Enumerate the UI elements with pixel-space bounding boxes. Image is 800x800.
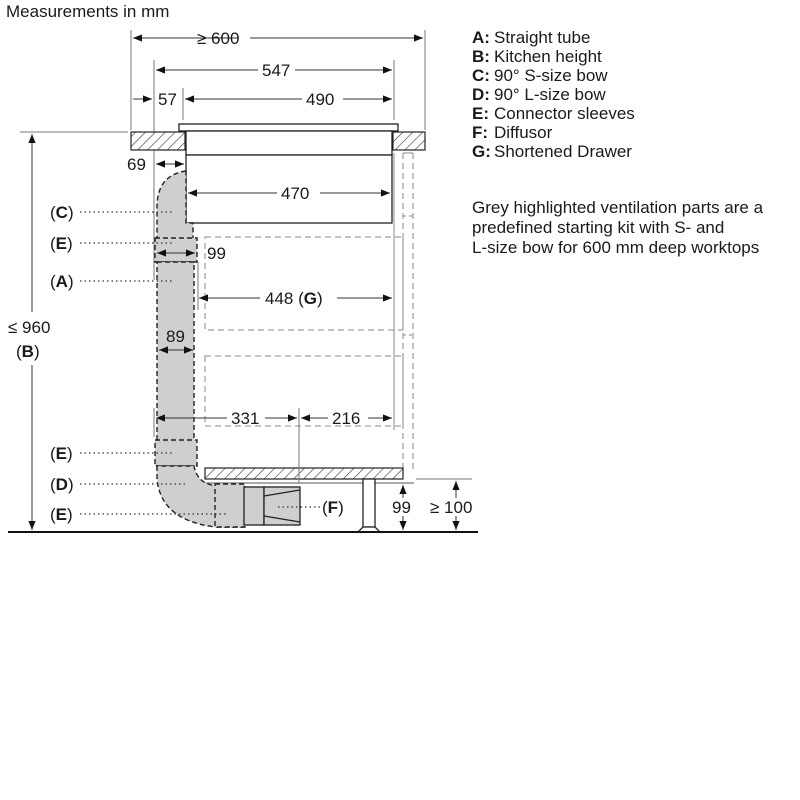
hob [178, 123, 399, 224]
dim-cutout-depth: 547 [262, 61, 290, 80]
legend-item-a: A:Straight tube [472, 28, 591, 47]
callout-a: (A) [50, 272, 74, 291]
s-size-bow [156, 170, 194, 241]
dim-kitchen-height: ≤ 960 [8, 318, 50, 337]
legend-item-c: C:90° S-size bow [472, 66, 608, 85]
callout-leaders [80, 211, 320, 515]
dim-tube-width: 89 [166, 327, 185, 346]
worktop [130, 131, 426, 151]
drawer-lower [204, 355, 404, 427]
callout-d: (D) [50, 475, 74, 494]
dim-rear-to-plinth: 331 [231, 409, 259, 428]
cabinet-front [393, 152, 414, 470]
dim-hob-body: 470 [281, 184, 309, 203]
dim-plinth-min-height: ≥ 100 [430, 498, 472, 517]
dim-kitchen-height-label: (B) [16, 342, 40, 361]
callout-f: (F) [322, 498, 344, 517]
legend: A:Straight tube B:Kitchen height C:90° S… [472, 28, 635, 161]
legend-item-b: B:Kitchen height [472, 47, 602, 66]
dim-plinth-height: 99 [392, 498, 411, 517]
callout-e-mid: (E) [50, 444, 73, 463]
dim-rear-gap: 69 [127, 155, 146, 174]
straight-tube [156, 261, 195, 443]
starter-kit-note: Grey highlighted ventilation parts are a… [472, 198, 764, 257]
callout-e-top: (E) [50, 234, 73, 253]
dim-plinth-to-front: 216 [332, 409, 360, 428]
dim-worktop-depth: ≥ 600 [197, 29, 239, 48]
callout-c: (C) [50, 203, 74, 222]
legend-item-g: G:Shortened Drawer [472, 142, 632, 161]
legend-item-d: D:90° L-size bow [472, 85, 606, 104]
connector-sleeve-top [154, 237, 198, 263]
connector-sleeve-bottom [214, 483, 246, 528]
legend-item-f: F:Diffusor [472, 123, 553, 142]
legend-item-e: E:Connector sleeves [472, 104, 635, 123]
dim-front-gap: 57 [158, 90, 177, 109]
dimension-lines [28, 34, 472, 530]
shortened-drawer-upper [204, 236, 404, 331]
diffusor [243, 486, 301, 526]
callout-e-bottom: (E) [50, 505, 73, 524]
dim-drawer-depth: 448 (G) [265, 289, 323, 308]
dim-hob-depth: 490 [306, 90, 334, 109]
cabinet-base [204, 467, 414, 484]
extension-lines [20, 30, 426, 280]
diagram-title: Measurements in mm [6, 2, 170, 21]
plinth-leg [356, 478, 382, 533]
dim-sleeve-width: 99 [207, 244, 226, 263]
